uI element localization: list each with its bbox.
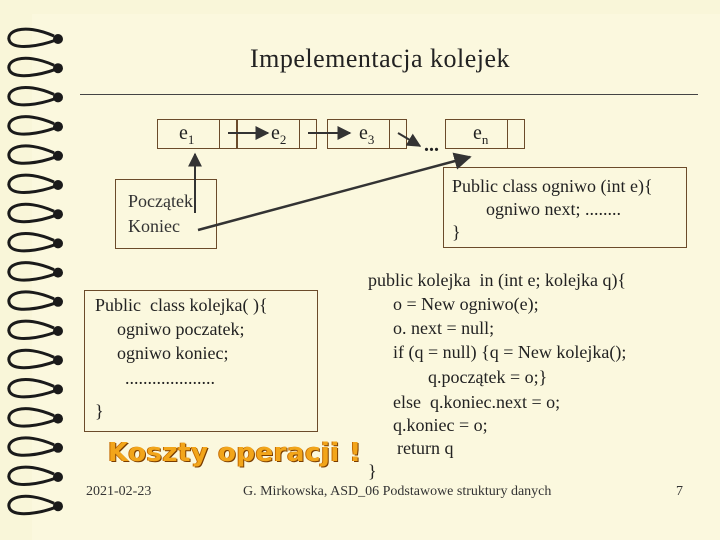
spiral-hole: [53, 297, 63, 307]
kolejka-line-1: Public class kolejka( ){: [95, 295, 268, 316]
list-node-e1: e1: [157, 119, 237, 149]
kolejka-class-box: Public class kolejka( ){ ogniwo poczatek…: [84, 290, 318, 432]
spiral-hole: [53, 501, 63, 511]
spiral-hole: [53, 268, 63, 278]
footer-page-number: 7: [676, 484, 683, 500]
spiral-coil: [9, 438, 56, 455]
queue-pointers-box: Początek Koniec: [115, 179, 217, 249]
node-label-e2: e2: [271, 122, 286, 148]
kolejka-line-3: ogniwo koniec;: [117, 343, 228, 364]
spiral-coil: [9, 496, 56, 513]
spiral-hole: [53, 414, 63, 424]
spiral-coil: [9, 204, 56, 221]
queue-tail-label: Koniec: [128, 216, 180, 237]
spiral-coil: [9, 321, 56, 338]
spiral-hole: [53, 326, 63, 336]
spiral-hole: [53, 443, 63, 453]
node-label-en: en: [473, 122, 488, 148]
spiral-hole: [53, 92, 63, 102]
node-label-e3: e3: [359, 122, 374, 148]
spiral-hole: [53, 122, 63, 132]
list-node-e3: e3: [327, 119, 407, 149]
spiral-binding: [0, 0, 80, 540]
spiral-coil: [9, 175, 56, 192]
list-ellipsis: ...: [424, 134, 439, 157]
queue-head-label: Początek: [128, 191, 193, 212]
list-node-en: en: [445, 119, 525, 149]
spiral-hole: [53, 151, 63, 161]
spiral-coil: [9, 117, 56, 134]
ogniwo-line-1: Public class ogniwo (int e){: [452, 176, 653, 197]
spiral-coil: [9, 263, 56, 280]
title-divider: [80, 94, 698, 95]
spiral-hole: [53, 34, 63, 44]
spiral-hole: [53, 209, 63, 219]
spiral-coil: [9, 292, 56, 309]
in-code-line-4: if (q = null) {q = New kolejka();: [393, 342, 626, 363]
kolejka-line-4: ....................: [125, 368, 215, 389]
in-code-line-1: public kolejka in (int e; kolejka q){: [368, 270, 626, 291]
in-code-line-8: return q: [397, 438, 453, 459]
footer-date: 2021-02-23: [86, 484, 151, 500]
spiral-hole: [53, 384, 63, 394]
ogniwo-line-2: ogniwo next; ........: [486, 199, 621, 220]
in-code-line-7: q.koniec = o;: [393, 415, 488, 436]
spiral-coil: [9, 146, 56, 163]
kolejka-line-5: }: [95, 401, 104, 422]
spiral-hole: [53, 355, 63, 365]
node-label-e1: e1: [179, 122, 194, 148]
in-code-line-3: o. next = null;: [393, 318, 494, 339]
kolejka-line-2: ogniwo poczatek;: [117, 319, 244, 340]
spiral-coil: [9, 233, 56, 250]
in-code-line-9: }: [368, 461, 377, 482]
ogniwo-class-box: Public class ogniwo (int e){ ogniwo next…: [443, 167, 687, 248]
slide-title: Impelementacja kolejek: [0, 44, 720, 74]
in-code-line-2: o = New ogniwo(e);: [393, 294, 539, 315]
spiral-hole: [53, 238, 63, 248]
spiral-coil: [9, 467, 56, 484]
spiral-coil: [9, 87, 56, 104]
list-node-e2: e2: [237, 119, 317, 149]
footer-source: G. Mirkowska, ASD_06 Podstawowe struktur…: [243, 484, 551, 500]
spiral-coil: [9, 409, 56, 426]
in-code-line-5: q.początek = o;}: [428, 367, 547, 388]
spiral-hole: [53, 472, 63, 482]
spiral-coil: [9, 379, 56, 396]
spiral-coil: [9, 350, 56, 367]
costs-banner: Koszty operacji !: [108, 438, 362, 468]
spiral-hole: [53, 180, 63, 190]
ogniwo-line-3: }: [452, 222, 461, 243]
in-code-line-6: else q.koniec.next = o;: [393, 392, 560, 413]
